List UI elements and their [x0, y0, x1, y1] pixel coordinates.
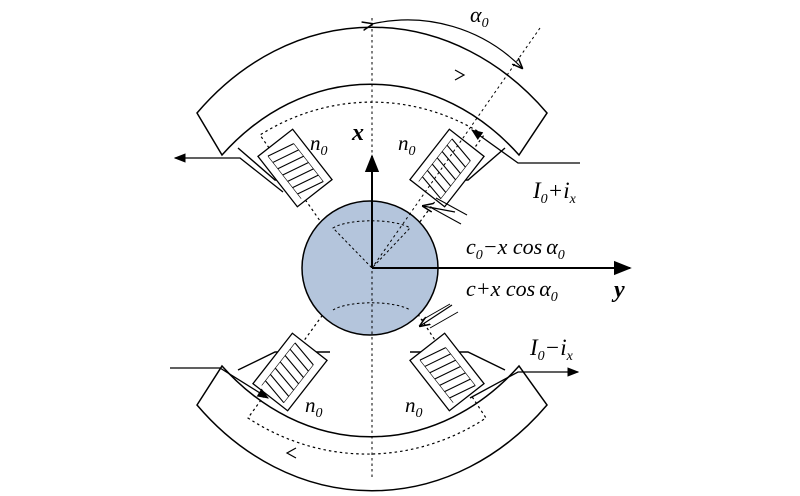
coil-bottom-left [252, 332, 328, 412]
current-bottom-label: I0−ix [529, 335, 574, 364]
n0-label-bottom-right: n0 [405, 393, 423, 421]
n0-label-bottom-left: n0 [305, 393, 323, 421]
top-flux-arrow [454, 69, 466, 81]
lead-wire-top-right [471, 129, 580, 164]
coil-bottom-right [409, 332, 485, 412]
bottom-flux-arrow [285, 447, 297, 459]
lead-wire-bottom-left [170, 367, 269, 399]
pole-axis-line [371, 27, 541, 269]
rotor-lower-arc [332, 302, 411, 311]
alpha-angle-arc [372, 19, 522, 68]
bottom-flux-path [247, 301, 487, 455]
coil-top-left [257, 128, 333, 208]
upper-gap-indicator [423, 197, 468, 225]
y-axis-label: y [611, 277, 625, 303]
n0-label-top-left: n0 [310, 131, 328, 159]
x-axis-label: x [351, 120, 364, 146]
alpha-label: α0 [470, 2, 489, 31]
lower-gap-indicator [420, 303, 459, 329]
lead-wire-bottom-right [469, 367, 580, 399]
current-top-label: I0+ix [532, 178, 577, 207]
rotor-upper-cone [332, 220, 411, 269]
coil-top-right [409, 128, 485, 208]
lead-wire-top-left [173, 153, 284, 193]
n0-label-top-right: n0 [398, 131, 416, 159]
